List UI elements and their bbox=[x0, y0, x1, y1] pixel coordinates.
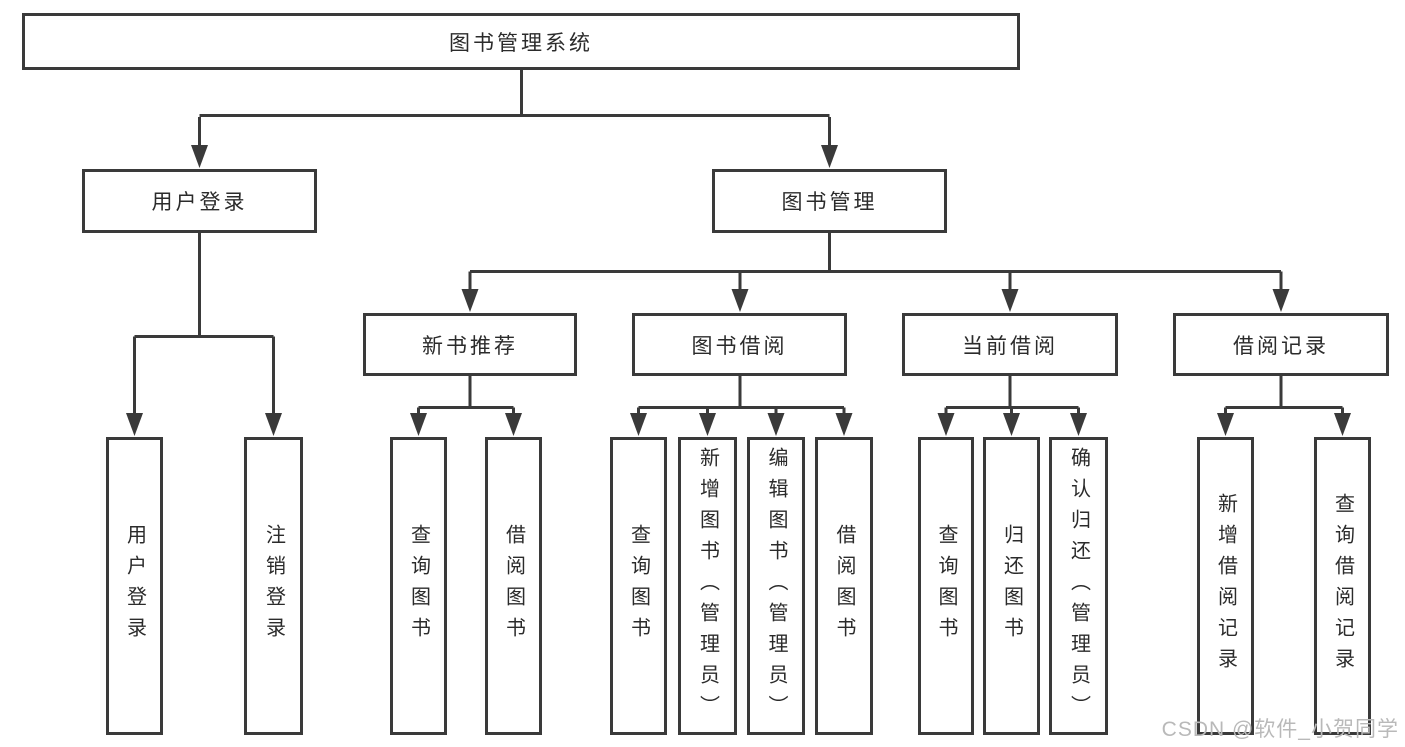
leaf-borrow-books: 借阅图书 bbox=[815, 437, 873, 735]
leaf-user-login-label: 用户登录 bbox=[123, 524, 146, 648]
leaf-edit-books-admin: 编辑图书（管理员） bbox=[747, 437, 805, 735]
node-book-management: 图书管理 bbox=[712, 169, 947, 233]
leaf-edit-books-admin-label: 编辑图书（管理员） bbox=[765, 446, 787, 726]
node-new-book-recommend: 新书推荐 bbox=[363, 313, 577, 376]
leaf-query-books-current-label: 查询图书 bbox=[935, 524, 957, 648]
leaf-logout-label: 注销登录 bbox=[262, 524, 285, 648]
leaf-return-books-label: 归还图书 bbox=[1000, 524, 1023, 648]
leaf-add-borrow-record: 新增借阅记录 bbox=[1197, 437, 1254, 735]
node-book-borrow: 图书借阅 bbox=[632, 313, 847, 376]
arrowheads bbox=[126, 145, 1351, 436]
node-borrow-records: 借阅记录 bbox=[1173, 313, 1389, 376]
node-current-borrow: 当前借阅 bbox=[902, 313, 1118, 376]
leaf-return-books: 归还图书 bbox=[983, 437, 1040, 735]
leaf-query-borrow-record-label: 查询借阅记录 bbox=[1331, 493, 1354, 679]
node-book-management-label: 图书管理 bbox=[781, 191, 878, 214]
leaf-query-books-borrow-label: 查询图书 bbox=[627, 524, 650, 648]
leaf-user-login: 用户登录 bbox=[106, 437, 163, 735]
node-borrow-records-label: 借阅记录 bbox=[1233, 334, 1329, 358]
leaf-add-borrow-record-label: 新增借阅记录 bbox=[1214, 493, 1237, 679]
node-book-borrow-label: 图书借阅 bbox=[691, 334, 788, 358]
leaf-confirm-return-admin: 确认归还（管理员） bbox=[1049, 437, 1108, 735]
leaf-query-books-borrow: 查询图书 bbox=[610, 437, 667, 735]
leaf-logout: 注销登录 bbox=[244, 437, 303, 735]
leaf-query-books-recommend-label: 查询图书 bbox=[407, 524, 430, 648]
leaf-query-borrow-record: 查询借阅记录 bbox=[1314, 437, 1371, 735]
csdn-watermark: CSDN @软件_小贺同学 bbox=[1161, 718, 1399, 741]
node-root-label: 图书管理系统 bbox=[449, 31, 593, 55]
leaf-borrow-books-recommend-label: 借阅图书 bbox=[502, 524, 525, 648]
leaf-query-books-current: 查询图书 bbox=[918, 437, 974, 735]
node-current-borrow-label: 当前借阅 bbox=[962, 334, 1058, 358]
node-user-login-label: 用户登录 bbox=[151, 191, 248, 214]
node-user-login: 用户登录 bbox=[82, 169, 317, 233]
leaf-add-books-admin-label: 新增图书（管理员） bbox=[696, 446, 719, 726]
leaf-add-books-admin: 新增图书（管理员） bbox=[678, 437, 737, 735]
node-new-book-recommend-label: 新书推荐 bbox=[422, 334, 518, 358]
node-root: 图书管理系统 bbox=[22, 13, 1020, 70]
leaf-borrow-books-recommend: 借阅图书 bbox=[485, 437, 542, 735]
leaf-query-books-recommend: 查询图书 bbox=[390, 437, 447, 735]
leaf-borrow-books-label: 借阅图书 bbox=[833, 524, 855, 648]
leaf-confirm-return-admin-label: 确认归还（管理员） bbox=[1067, 446, 1090, 726]
